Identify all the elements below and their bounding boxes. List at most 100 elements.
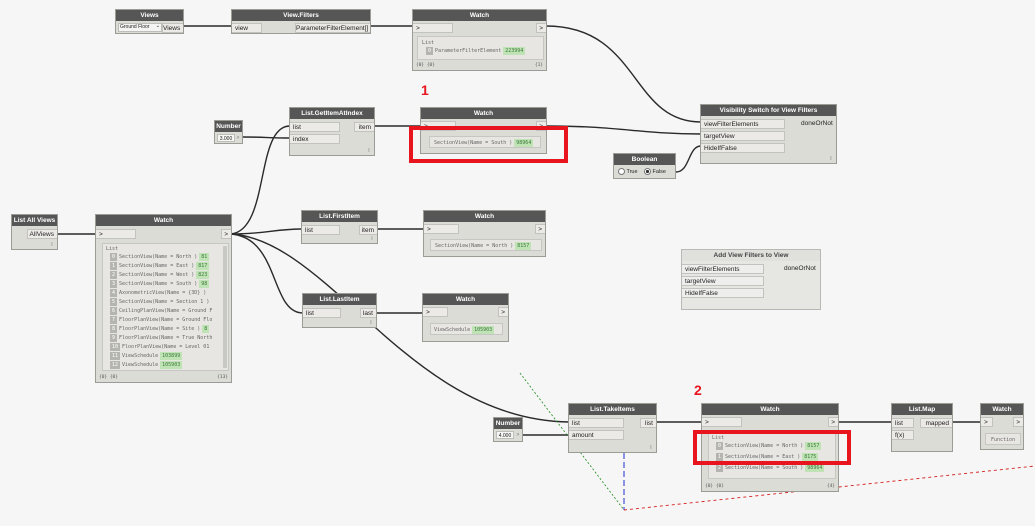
list-map-output-mapped[interactable]: mapped bbox=[920, 418, 952, 428]
scrollbar[interactable] bbox=[223, 246, 227, 368]
vis-input-target-view[interactable]: targetView bbox=[701, 131, 785, 141]
first-item-output-item[interactable]: item bbox=[359, 225, 377, 235]
watch-output-port[interactable]: > bbox=[498, 307, 508, 317]
pin-icon[interactable]: I bbox=[830, 156, 832, 162]
last-item-input-list[interactable]: list bbox=[303, 308, 341, 318]
watch-input-port[interactable]: > bbox=[96, 229, 136, 239]
watch-title: Watch bbox=[424, 211, 545, 222]
pin-icon[interactable]: I bbox=[51, 242, 53, 248]
list-map-input-list[interactable]: list bbox=[892, 418, 914, 428]
last-item-output-last[interactable]: last bbox=[360, 308, 376, 318]
views-dropdown[interactable]: Ground Floor ⌄ bbox=[118, 23, 162, 32]
first-item-node[interactable]: List.FirstItem list item I bbox=[301, 210, 378, 244]
port-arrow[interactable]: > bbox=[516, 432, 520, 438]
view-filters-input-view[interactable]: view bbox=[232, 23, 262, 33]
watch-value: Function bbox=[991, 437, 1016, 443]
watch-output-port[interactable]: > bbox=[1013, 417, 1023, 427]
watch-output-port[interactable]: > bbox=[536, 23, 546, 33]
item-value: 823 bbox=[196, 271, 210, 279]
wire-watch-to-lastitem bbox=[230, 233, 304, 314]
vis-input-view-filter-elements[interactable]: viewFilterElements bbox=[701, 119, 785, 129]
number-node-b[interactable]: Number 4.000 > bbox=[493, 417, 523, 442]
pin-icon[interactable]: I bbox=[368, 148, 370, 154]
chevron-down-icon: ⌄ bbox=[155, 23, 160, 29]
boolean-true-radio[interactable]: True bbox=[618, 168, 638, 175]
boolean-node[interactable]: Boolean True False bbox=[613, 153, 676, 179]
pin-icon[interactable]: I bbox=[371, 236, 373, 242]
wire-watch-south-to-switch bbox=[545, 125, 702, 135]
watch-list-label: List bbox=[422, 40, 435, 46]
list-all-views-node[interactable]: List All Views AllViews I bbox=[11, 214, 58, 250]
wire-watch-to-getitem bbox=[230, 125, 291, 235]
watch-output-port[interactable]: > bbox=[221, 229, 231, 239]
add-input-target-view[interactable]: targetView bbox=[682, 276, 764, 286]
number-input[interactable]: 3.000 bbox=[217, 134, 235, 142]
take-items-node[interactable]: List.TakeItems list amount list I bbox=[568, 403, 657, 453]
views-output-port[interactable]: Views bbox=[162, 23, 183, 33]
watch-input-port[interactable]: > bbox=[702, 417, 742, 427]
item-text: SectionView(Name = East ) bbox=[119, 263, 195, 269]
watch-node-north[interactable]: Watch > > SectionView(Name = North )8157 bbox=[423, 210, 546, 257]
view-filters-node[interactable]: View.Filters view ParameterFilterElement… bbox=[231, 9, 371, 34]
pin-icon[interactable]: I bbox=[370, 320, 372, 326]
port-arrow[interactable]: > bbox=[236, 135, 240, 141]
watch-input-port[interactable]: > bbox=[424, 224, 459, 234]
watch-output-port[interactable]: > bbox=[535, 224, 545, 234]
list-all-views-output[interactable]: AllViews bbox=[27, 229, 57, 239]
number-node-a[interactable]: Number 3.000 > bbox=[214, 120, 243, 144]
add-output-done[interactable]: doneOrNot bbox=[784, 265, 816, 272]
add-view-filters-node[interactable]: Add View Filters to View viewFilterEleme… bbox=[681, 249, 821, 310]
take-items-title: List.TakeItems bbox=[569, 404, 656, 415]
item-text: CeilingPlanView(Name = Ground F bbox=[119, 308, 213, 314]
watch-title: Watch bbox=[423, 294, 508, 305]
watch-node-function[interactable]: Watch > > Function bbox=[980, 403, 1024, 450]
views-node[interactable]: Views Ground Floor ⌄ Views bbox=[115, 9, 184, 34]
take-items-input-list[interactable]: list bbox=[569, 418, 624, 428]
watch-footer: {0} {0} bbox=[705, 484, 724, 489]
watch-input-port[interactable]: > bbox=[413, 23, 453, 33]
item-text: SectionView(Name = North ) bbox=[435, 243, 514, 249]
first-item-input-list[interactable]: list bbox=[302, 225, 340, 235]
visibility-switch-node[interactable]: Visibility Switch for View Filters viewF… bbox=[700, 104, 837, 164]
watch-value: SectionView(Name = South )98964 bbox=[434, 139, 534, 147]
annotation-label-1: 1 bbox=[421, 82, 429, 98]
get-item-at-index-node[interactable]: List.GetItemAtIndex list index item I bbox=[289, 107, 375, 156]
pin-icon[interactable]: I bbox=[650, 445, 652, 451]
watch-list-label: List bbox=[106, 246, 119, 252]
number-input[interactable]: 4.000 bbox=[496, 431, 514, 439]
item-value: 8157 bbox=[805, 442, 822, 450]
item-value: 81 bbox=[199, 253, 210, 261]
get-item-output-item[interactable]: item bbox=[354, 122, 374, 132]
watch-input-port[interactable]: > bbox=[981, 417, 993, 427]
add-input-view-filter-elements[interactable]: viewFilterElements bbox=[682, 264, 764, 274]
list-map-input-fx[interactable]: f(x) bbox=[892, 430, 914, 440]
get-item-input-index[interactable]: index bbox=[290, 134, 340, 144]
watch-output-port[interactable]: > bbox=[828, 417, 838, 427]
list-map-node[interactable]: List.Map list f(x) mapped bbox=[891, 403, 953, 452]
vis-output-done[interactable]: doneOrNot bbox=[801, 120, 833, 127]
item-index: 6 bbox=[110, 307, 118, 315]
last-item-node[interactable]: List.LastItem list last I bbox=[302, 293, 377, 328]
add-input-hide-if-false[interactable]: HideIfFalse bbox=[682, 288, 764, 298]
watch-node-south[interactable]: Watch > > SectionView(Name = South )9896… bbox=[420, 107, 547, 154]
boolean-false-radio[interactable]: False bbox=[644, 168, 666, 175]
take-items-input-amount[interactable]: amount bbox=[569, 430, 624, 440]
item-value: 817 bbox=[196, 262, 210, 270]
get-item-input-list[interactable]: list bbox=[290, 122, 340, 132]
wire-boolean-to-switch bbox=[675, 145, 702, 173]
watch-input-port[interactable]: > bbox=[423, 307, 448, 317]
item-value: 8157 bbox=[515, 242, 532, 250]
view-filters-output[interactable]: ParameterFilterElement[] bbox=[295, 23, 370, 33]
take-items-output-list[interactable]: list bbox=[640, 418, 656, 428]
vis-input-hide-if-false[interactable]: HideIfFalse bbox=[701, 143, 785, 153]
